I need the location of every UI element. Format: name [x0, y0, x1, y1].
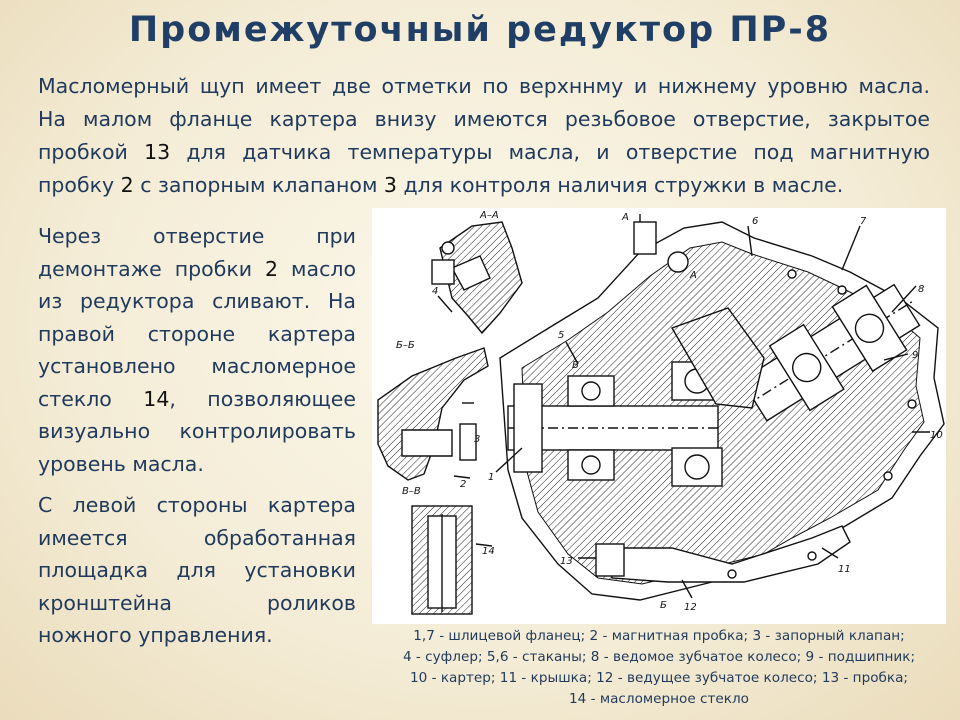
section-mark: А — [689, 270, 697, 281]
section-label: В–В — [402, 486, 421, 497]
ref-number: 2 — [265, 256, 279, 281]
text-line: демонтаже пробки 2 масло — [38, 256, 356, 281]
part-label-11: 11 — [838, 564, 851, 575]
caption-line: 10 - картер; 11 - крышка; 12 - ведущее з… — [409, 670, 909, 686]
svg-text:4: 4 — [432, 286, 438, 297]
paragraph-bracket: С левой стороны картера имеется обработа… — [38, 489, 356, 652]
part-label-8: 8 — [918, 284, 924, 295]
intro-line: пробкой 13 для датчика температуры масла… — [38, 140, 930, 164]
section-aa-view: А–А 4 — [431, 210, 523, 335]
paragraph-drain: Через отверстие при демонтаже пробки 2 м… — [38, 220, 356, 480]
section-mark: Б — [660, 600, 667, 611]
part-label-10: 10 — [930, 430, 943, 441]
section-bb-view: Б–Б 2 3 — [377, 340, 489, 490]
text-line: площадка для установки — [38, 558, 356, 582]
text-line: ножного управления. — [38, 623, 273, 647]
text-line: из редуктора сливают. На — [38, 289, 356, 313]
svg-text:14: 14 — [482, 546, 495, 557]
ref-number: 14 — [143, 386, 170, 411]
part-label-1: 1 — [488, 472, 494, 483]
intro-paragraph: Масломерный щуп имеет две отметки по вер… — [38, 70, 930, 202]
ref-number: 13 — [144, 140, 171, 164]
left-column-text: Через отверстие при демонтаже пробки 2 м… — [38, 220, 356, 661]
text-line: Через отверстие при — [38, 224, 356, 248]
section-label: А–А — [479, 210, 499, 221]
part-label-5: 5 — [558, 330, 564, 341]
section-label: Б–Б — [396, 340, 415, 351]
text-line: С левой стороны картера — [38, 493, 356, 517]
text-line: стекло 14, позволяющее — [38, 386, 357, 411]
intro-line: На малом фланце картера внизу имеются ре… — [38, 107, 930, 131]
figure-caption: 1,7 - шлицевой фланец; 2 - магнитная про… — [372, 626, 946, 710]
ref-number: 3 — [383, 173, 397, 197]
svg-text:3: 3 — [474, 434, 480, 445]
text-line: визуально контролировать — [38, 419, 356, 443]
main-assembly: А А Б Б 1 5 6 7 8 9 10 11 12 13 — [488, 212, 945, 613]
part-label-6: 6 — [752, 216, 758, 227]
part-label-13: 13 — [560, 556, 573, 567]
part-label-9: 9 — [912, 350, 918, 361]
section-vv-view: В–В 14 — [402, 486, 495, 615]
text-line: установлено масломерное — [38, 354, 356, 378]
section-mark: Б — [572, 360, 579, 371]
text-line: правой стороне картера — [38, 321, 356, 346]
caption-line: 1,7 - шлицевой фланец; 2 - магнитная про… — [413, 628, 905, 644]
caption-line: 4 - суфлер; 5,6 - стаканы; 8 - ведомое з… — [402, 649, 916, 665]
gearbox-technical-drawing: А–А 4 Б–Б 2 3 В–В 14 — [372, 208, 946, 624]
caption-line: 14 - масломерное стекло — [568, 691, 750, 707]
intro-line: пробку 2 с запорным клапаном 3 для контр… — [38, 173, 844, 197]
text-line: уровень масла. — [38, 451, 204, 476]
part-label-7: 7 — [860, 216, 867, 227]
section-mark: А — [621, 212, 629, 223]
text-line: имеется обработанная — [38, 525, 356, 550]
ref-number: 2 — [120, 173, 134, 197]
page-title: Промежуточный редуктор ПР-8 — [128, 10, 832, 50]
svg-text:2: 2 — [460, 479, 466, 490]
part-label-12: 12 — [684, 602, 697, 613]
intro-line: Масломерный щуп имеет две отметки по вер… — [38, 74, 930, 98]
text-line: кронштейна роликов — [38, 590, 356, 615]
